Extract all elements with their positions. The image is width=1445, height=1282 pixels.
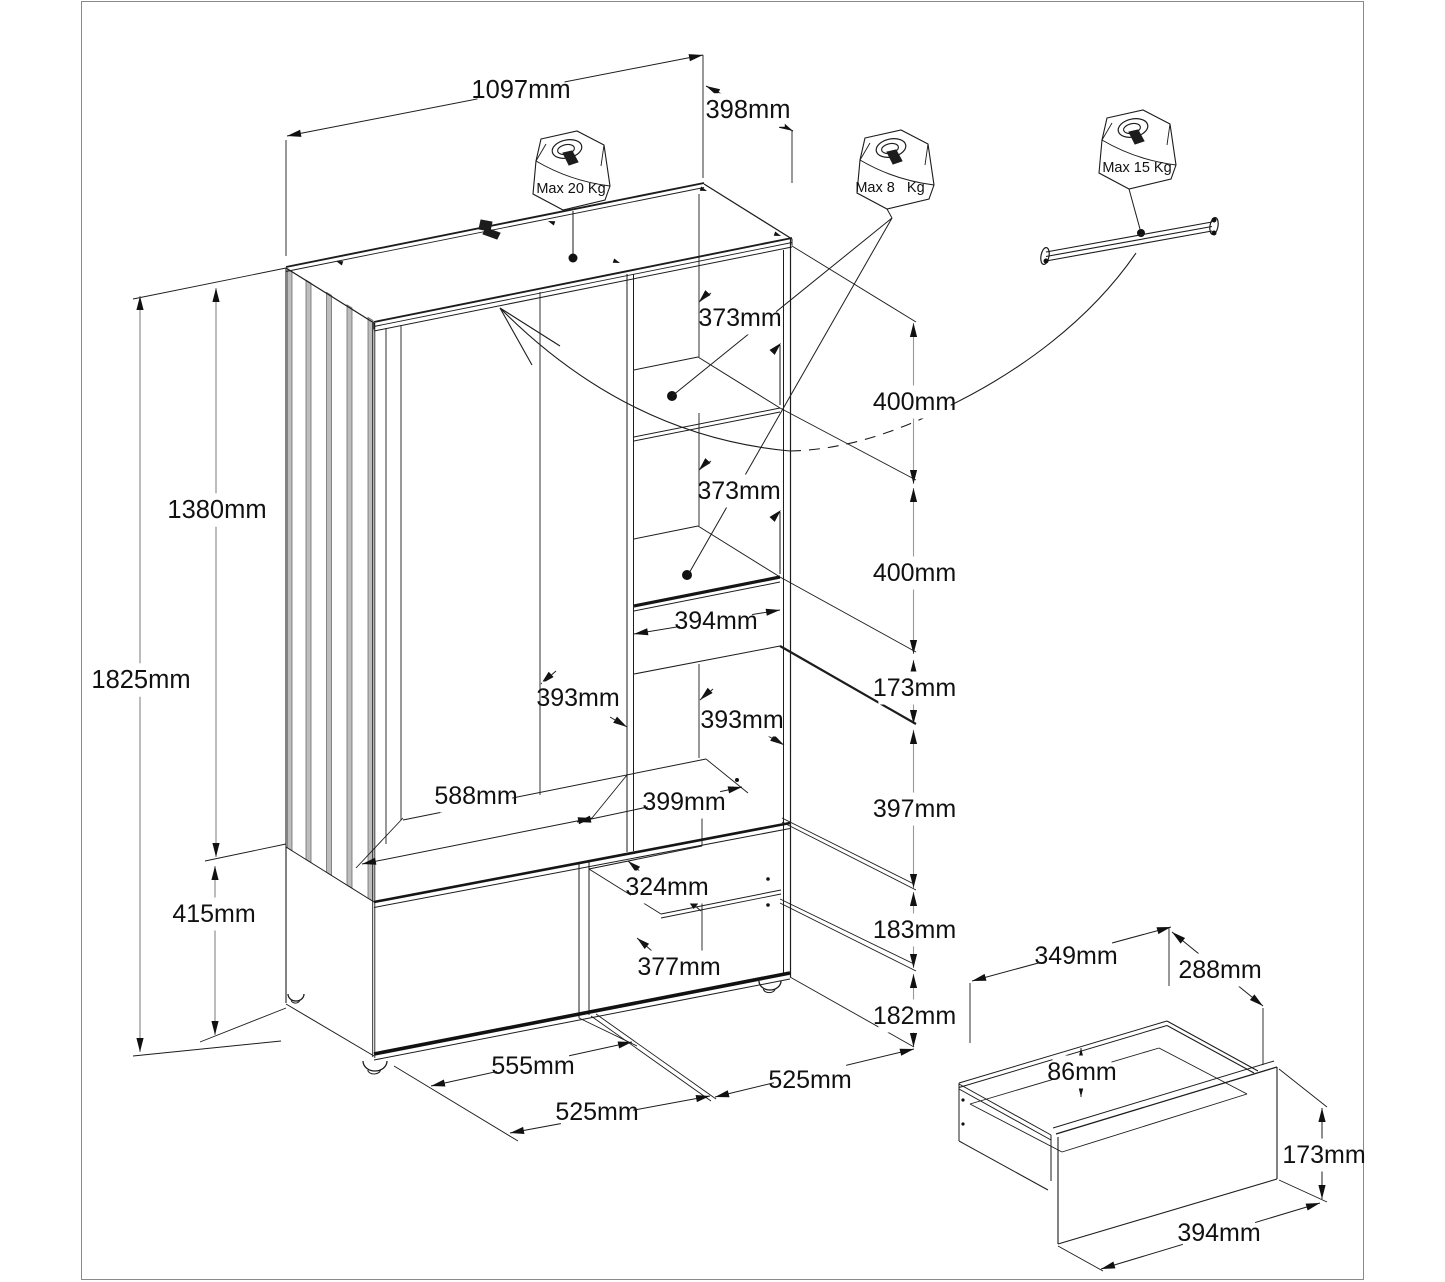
svg-text:86mm: 86mm bbox=[1047, 1058, 1116, 1086]
svg-text:Max 20 Kg: Max 20 Kg bbox=[536, 181, 605, 197]
svg-text:373mm: 373mm bbox=[697, 477, 780, 505]
svg-text:525mm: 525mm bbox=[555, 1098, 638, 1126]
svg-text:373mm: 373mm bbox=[698, 304, 781, 332]
svg-text:588mm: 588mm bbox=[434, 782, 517, 810]
svg-text:349mm: 349mm bbox=[1034, 942, 1117, 970]
svg-text:324mm: 324mm bbox=[625, 873, 708, 901]
svg-text:400mm: 400mm bbox=[873, 559, 956, 587]
svg-text:288mm: 288mm bbox=[1178, 956, 1261, 984]
svg-text:1380mm: 1380mm bbox=[167, 496, 266, 524]
svg-text:173mm: 173mm bbox=[873, 674, 956, 702]
svg-text:555mm: 555mm bbox=[491, 1052, 574, 1080]
svg-text:1097mm: 1097mm bbox=[471, 76, 570, 104]
svg-text:398mm: 398mm bbox=[705, 96, 790, 124]
svg-text:1825mm: 1825mm bbox=[91, 666, 190, 694]
svg-text:394mm: 394mm bbox=[674, 607, 757, 635]
svg-text:400mm: 400mm bbox=[873, 388, 956, 416]
svg-text:173mm: 173mm bbox=[1282, 1141, 1365, 1169]
svg-text:377mm: 377mm bbox=[637, 953, 720, 981]
svg-text:183mm: 183mm bbox=[873, 916, 956, 944]
svg-text:415mm: 415mm bbox=[172, 900, 255, 928]
svg-text:393mm: 393mm bbox=[700, 706, 783, 734]
svg-text:182mm: 182mm bbox=[873, 1002, 956, 1030]
svg-text:Max 8 Kg: Max 8 Kg bbox=[855, 180, 924, 196]
svg-text:399mm: 399mm bbox=[642, 788, 725, 816]
svg-text:393mm: 393mm bbox=[536, 684, 619, 712]
svg-text:397mm: 397mm bbox=[873, 795, 956, 823]
svg-text:394mm: 394mm bbox=[1177, 1219, 1260, 1247]
svg-text:Max 15 Kg: Max 15 Kg bbox=[1102, 160, 1171, 176]
svg-text:525mm: 525mm bbox=[768, 1066, 851, 1094]
